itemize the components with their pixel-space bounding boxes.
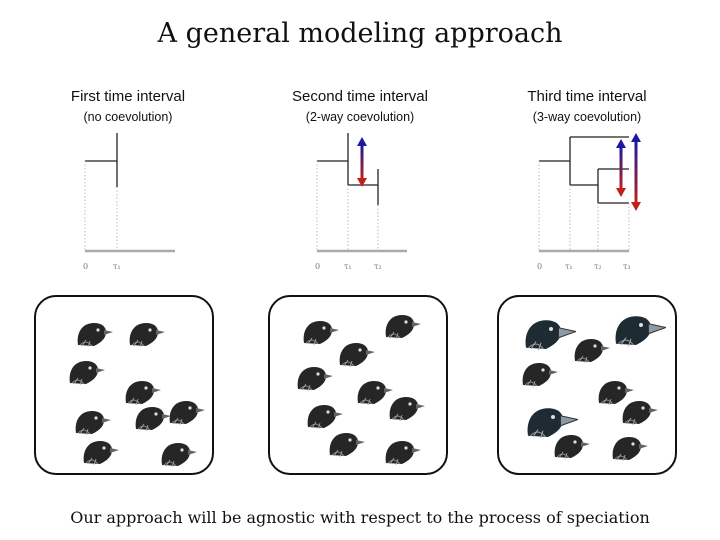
finch-illustration [523, 403, 580, 445]
column-1-subheading: (no coevolution) [83, 110, 173, 124]
finch-illustration [521, 315, 578, 357]
tick-label-0: 0 [83, 262, 88, 271]
tick-label-0: 0 [537, 262, 542, 271]
finch-illustration [354, 377, 398, 411]
finch-illustration [132, 403, 176, 437]
phylogeny-tree-3: 0 τ₁ τ₂ τ₃ [537, 133, 641, 271]
finch-illustration [386, 393, 430, 427]
tick-label-tau2: τ₂ [374, 262, 382, 271]
finch-illustration [74, 319, 118, 353]
finch-illustration [166, 397, 210, 431]
tick-label-tau2: τ₂ [594, 262, 602, 271]
tick-label-tau1: τ₁ [344, 262, 352, 271]
slide-title: A general modeling approach [157, 18, 563, 49]
phylogeny-tree-2: 0 τ₁ τ₂ [315, 133, 407, 271]
species-box-1 [34, 295, 214, 475]
finch-illustration [294, 363, 338, 397]
finch-illustration [326, 429, 370, 463]
finch-illustration [619, 397, 663, 431]
column-1-heading: First time interval [70, 88, 186, 105]
column-3-subheading: (3-way coevolution) [532, 110, 642, 124]
finch-illustration [519, 359, 563, 393]
finch-illustration [611, 311, 668, 353]
coevolution-arrow-short [616, 139, 626, 197]
finch-illustration [66, 357, 110, 391]
column-2-heading: Second time interval [292, 88, 428, 105]
finch-illustration [336, 339, 380, 373]
finch-illustration [382, 311, 426, 345]
tick-label-tau3: τ₃ [623, 262, 631, 271]
species-box-3 [497, 295, 677, 475]
finch-illustration [158, 439, 202, 473]
finch-illustration [571, 335, 615, 369]
species-box-2 [268, 295, 448, 475]
finch-illustration [80, 437, 124, 471]
tick-label-tau1: τ₁ [565, 262, 573, 271]
coevolution-arrow [357, 137, 367, 187]
finch-illustration [126, 319, 170, 353]
footer-caption: Our approach will be agnostic with respe… [70, 508, 650, 527]
tick-label-0: 0 [315, 262, 320, 271]
column-3-heading: Third time interval [527, 88, 647, 105]
finch-illustration [300, 317, 344, 351]
finch-illustration [609, 433, 653, 467]
finch-illustration [72, 407, 116, 441]
finch-illustration [122, 377, 166, 411]
coevolution-arrow-long [631, 133, 641, 211]
finch-illustration [382, 437, 426, 471]
tick-label-tau1: τ₁ [113, 262, 121, 271]
phylogeny-tree-1: 0 τ₁ [83, 133, 175, 271]
finch-illustration [595, 377, 639, 411]
finch-illustration [304, 401, 348, 435]
finch-illustration [551, 431, 595, 465]
column-2-subheading: (2-way coevolution) [305, 110, 415, 124]
